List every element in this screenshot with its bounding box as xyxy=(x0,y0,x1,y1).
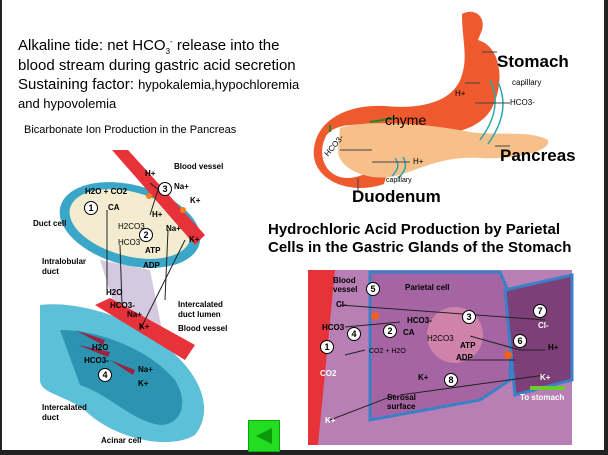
label-serosal-2: surface xyxy=(387,402,416,411)
label-ca: CA xyxy=(108,203,120,212)
label-h-plus: H+ xyxy=(548,343,559,352)
stomach-illustration xyxy=(313,11,549,192)
capillary-top-label: capillary xyxy=(512,78,542,87)
label-serosal-1: Serosal xyxy=(387,393,416,402)
intro-line-3: Sustaining factor: hypokalemia,hypochlor… xyxy=(18,76,300,93)
label-k-top: K+ xyxy=(190,196,201,205)
step-marker: 4 xyxy=(98,368,112,382)
intro-line-1: Alkaline tide: net HCO3- release into th… xyxy=(18,37,280,56)
label-parietal-cell: Parietal cell xyxy=(405,283,450,292)
label-hco3-duct: HCO3- xyxy=(84,356,109,365)
label-to-stomach: To stomach xyxy=(520,393,565,402)
label-intercalated-1: Intercalated xyxy=(42,403,87,412)
label-h2o-co2: H2O + CO2 xyxy=(85,187,128,196)
frame-right xyxy=(604,0,608,455)
label-hco3-cell: HCO3- xyxy=(407,316,432,325)
label-na-duct: Na+ xyxy=(138,365,153,374)
label-h-plus-2: H+ xyxy=(152,210,163,219)
parietal-cell-illustration xyxy=(308,270,574,445)
capillary-bottom-label: capillary xyxy=(386,177,412,184)
intro-line-4: and hypovolemia xyxy=(18,96,117,111)
label-blood-vessel-mid: Blood vessel xyxy=(178,324,228,333)
h-plus-duodenum-label: H+ xyxy=(413,157,424,166)
label-duct-cell: Duct cell xyxy=(33,219,67,228)
label-k-blood: K+ xyxy=(325,416,336,425)
label-acinar-cell: Acinar cell xyxy=(101,436,142,445)
step-marker: 2 xyxy=(139,228,153,242)
label-adp: ADP xyxy=(143,261,160,270)
label-na-mid: Na+ xyxy=(166,224,181,233)
label-lumen-1: Intercalated xyxy=(178,300,223,309)
label-h2co3: H2CO3 xyxy=(427,334,454,343)
h-plus-top-label: H+ xyxy=(455,89,466,98)
pancreas-diagram-title: Bicarbonate Ion Production in the Pancre… xyxy=(24,124,237,136)
hco3-top-label: HCO3- xyxy=(510,98,535,107)
label-h2o-lumen: H2O xyxy=(106,288,123,297)
parietal-title-1: Hydrochloric Acid Production by Parietal xyxy=(268,221,561,238)
label-ca: CA xyxy=(403,328,415,337)
frame-left xyxy=(0,0,2,455)
step-marker: 4 xyxy=(347,327,361,341)
label-hco3-cell: HCO3 xyxy=(118,238,141,247)
step-marker: 7 xyxy=(533,304,547,318)
label-h2o-duct: H2O xyxy=(92,343,109,352)
label-vessel: vessel xyxy=(333,285,358,294)
label-na-top: Na+ xyxy=(174,182,189,191)
label-duct: duct xyxy=(42,267,59,276)
label-blood-vessel-top: Blood vessel xyxy=(174,162,224,171)
label-na-lumen: Na+ xyxy=(127,310,142,319)
step-marker: 1 xyxy=(320,340,334,354)
step-marker: 8 xyxy=(444,373,458,387)
label-k-lumen: K+ xyxy=(540,373,551,382)
label-atp: ATP xyxy=(145,246,161,255)
label-lumen-2: duct lumen xyxy=(178,310,221,319)
label-h2co3: H2CO3 xyxy=(118,222,145,231)
label-hco3-lumen: HCO3- xyxy=(110,301,135,310)
pancreas-label: Pancreas xyxy=(500,146,576,165)
label-atp: ATP xyxy=(460,341,476,350)
stomach-label: Stomach xyxy=(497,52,569,71)
intro-line-2: blood stream during gastric acid secreti… xyxy=(18,57,296,74)
duodenum-label: Duodenum xyxy=(352,187,441,206)
step-marker: 3 xyxy=(158,182,172,196)
parietal-title-2: Cells in the Gastric Glands of the Stoma… xyxy=(268,239,572,256)
label-k-duct: K+ xyxy=(138,379,149,388)
previous-slide-button[interactable] xyxy=(248,420,280,452)
label-hco3-blood: HCO3 xyxy=(322,323,345,332)
label-adp: ADP xyxy=(456,353,473,362)
label-k-lumen: K+ xyxy=(139,322,150,331)
step-marker: 1 xyxy=(84,201,98,215)
step-marker: 6 xyxy=(513,334,527,348)
label-cl-in: Cl- xyxy=(336,300,347,309)
label-k-mid: K+ xyxy=(189,235,200,244)
label-co2-h2o: CO2 + H2O xyxy=(369,348,406,355)
chyme-label: chyme xyxy=(385,112,427,128)
label-k-cell: K+ xyxy=(418,373,429,382)
step-marker: 3 xyxy=(462,310,476,324)
label-cl-out: Cl- xyxy=(538,321,549,330)
step-marker: 2 xyxy=(383,324,397,338)
frame-bottom xyxy=(0,450,608,455)
step-marker: 5 xyxy=(366,282,380,296)
label-co2: CO2 xyxy=(320,369,337,378)
label-h-plus-1: H+ xyxy=(145,169,156,178)
label-blood: Blood xyxy=(333,276,356,285)
label-intercalated-2: duct xyxy=(42,413,59,422)
label-intralobular: Intralobular xyxy=(42,257,87,266)
